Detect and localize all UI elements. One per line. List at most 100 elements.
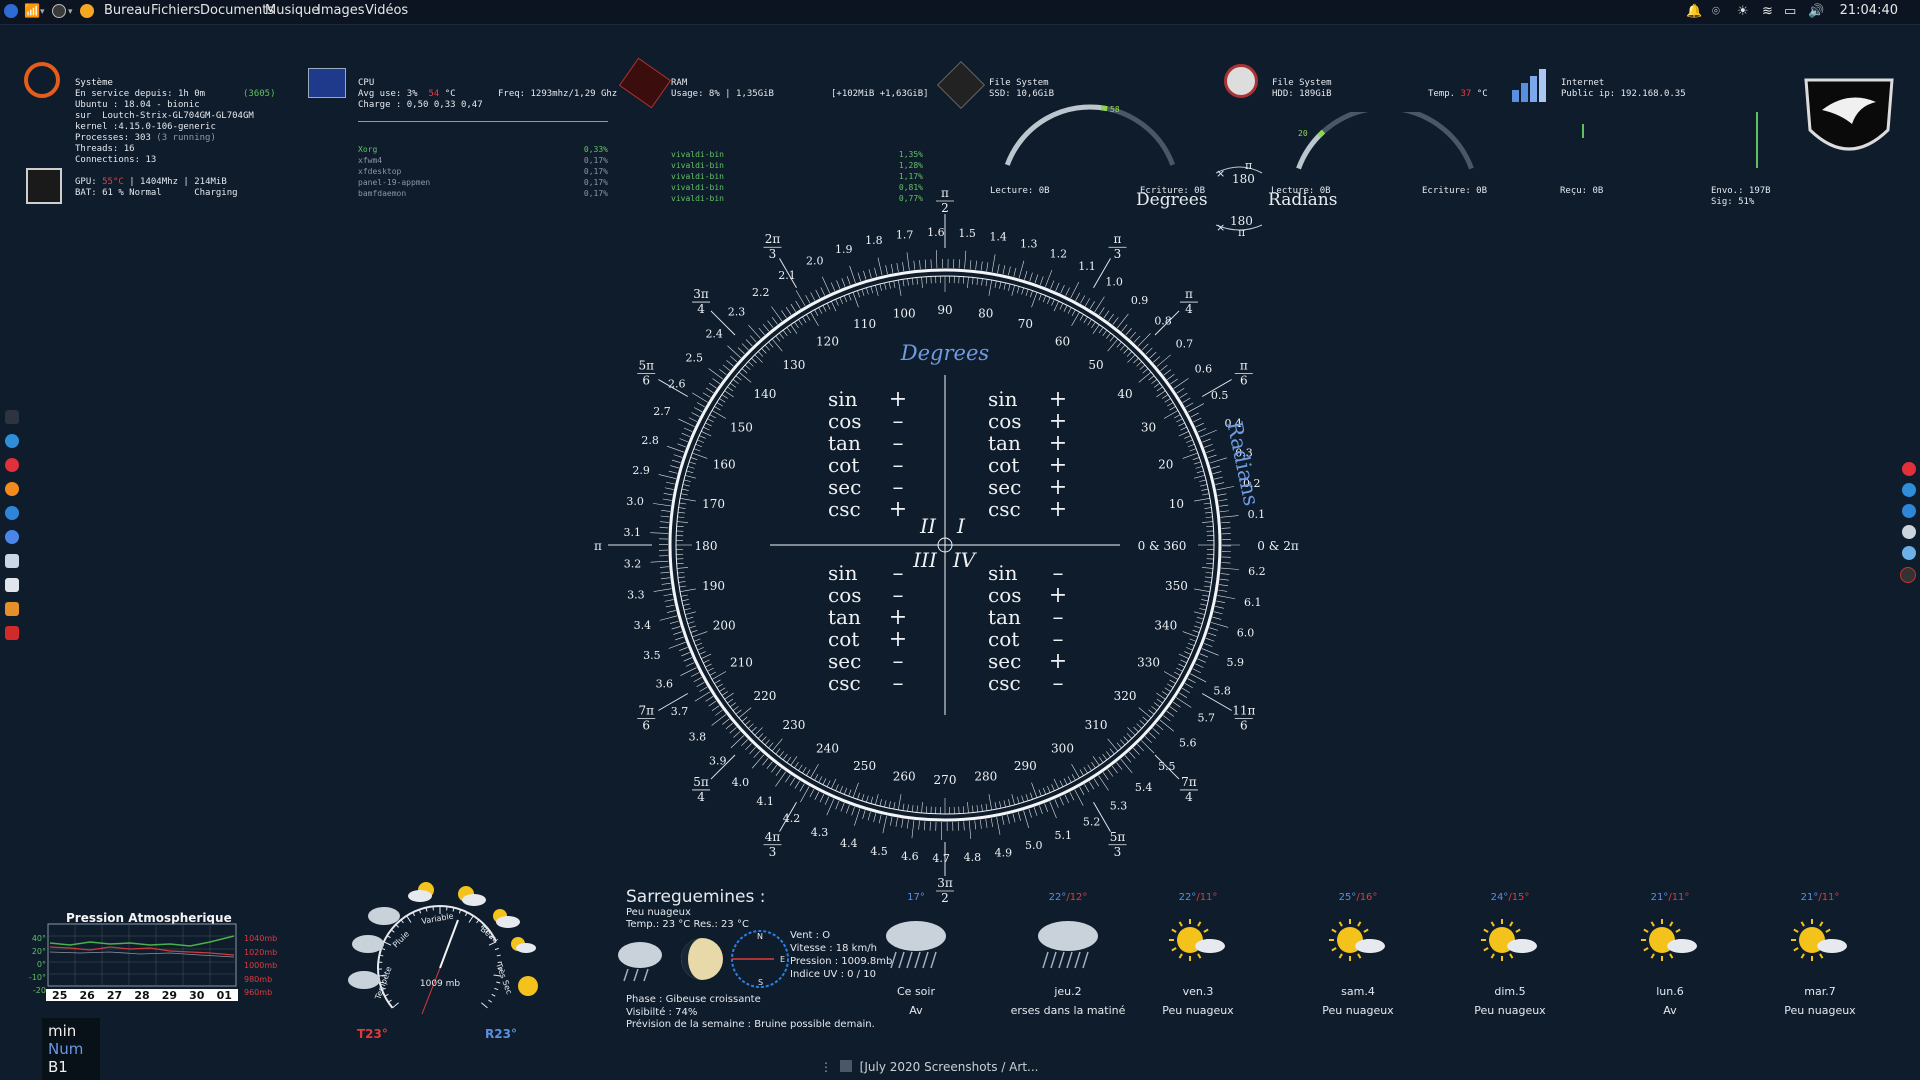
dock-home-icon[interactable] bbox=[5, 410, 19, 424]
ssd-info: File System SSD: 10,6GiB bbox=[989, 78, 1054, 100]
process-value: 0,17% bbox=[583, 156, 608, 165]
conv-180-top: 180 bbox=[1232, 172, 1255, 186]
radian-tick bbox=[661, 510, 671, 512]
clock[interactable]: 21:04:40 bbox=[1839, 3, 1898, 18]
ssd-gauge-track bbox=[1004, 104, 1176, 166]
radian-label: 3.9 bbox=[709, 754, 727, 767]
degree-tick bbox=[676, 521, 689, 523]
degree-tick bbox=[681, 599, 689, 602]
tray-rog-icon[interactable] bbox=[1900, 567, 1916, 583]
degree-tick bbox=[1180, 426, 1187, 431]
radian-label: 3.5 bbox=[643, 649, 661, 662]
degree-tick bbox=[1178, 663, 1185, 668]
dock-settings-icon[interactable] bbox=[5, 602, 19, 616]
radian-tick bbox=[1197, 428, 1207, 433]
network-antenna-icon[interactable]: 📶 bbox=[24, 4, 41, 19]
degree-tick bbox=[1109, 335, 1115, 342]
degree-tick bbox=[1182, 452, 1198, 459]
radian-tick bbox=[790, 303, 796, 312]
tray-weather-icon[interactable] bbox=[1902, 546, 1916, 560]
degree-tick bbox=[1174, 671, 1181, 676]
radian-tick bbox=[663, 593, 673, 597]
degree-label: 160 bbox=[713, 458, 736, 472]
radian-tick bbox=[1197, 658, 1206, 663]
radian-tick bbox=[1170, 378, 1178, 385]
degree-tick bbox=[879, 283, 882, 291]
location-pin-icon[interactable]: ⌾ bbox=[1712, 4, 1720, 19]
trig-sign: + bbox=[889, 605, 907, 630]
system-title: Système bbox=[75, 78, 113, 88]
barometer: 1009 mb Tempête Pluie Variable Beau Très… bbox=[348, 882, 538, 1031]
dock-chromium-icon[interactable] bbox=[5, 530, 19, 544]
degree-tick bbox=[1136, 361, 1142, 367]
menu-videos[interactable]: Vidéos bbox=[365, 3, 409, 18]
volume-icon[interactable]: 🔊 bbox=[1808, 4, 1825, 19]
chevron-down-icon[interactable]: ▾ bbox=[68, 7, 73, 17]
radian-tick bbox=[690, 672, 700, 677]
ubuntu-icon[interactable] bbox=[80, 4, 94, 18]
degree-tick bbox=[972, 805, 974, 813]
menu-musique[interactable]: Musique bbox=[265, 3, 320, 18]
tray-mail-icon[interactable] bbox=[1902, 504, 1916, 518]
tray-alert-icon[interactable] bbox=[1902, 462, 1916, 476]
degree-tick bbox=[1167, 402, 1174, 407]
wifi-icon[interactable]: ≋ bbox=[1762, 4, 1773, 19]
radian-tick bbox=[669, 620, 679, 624]
sign-table: sin+cos–tan–cot–sec–csc+sin+cos+tan+cot+… bbox=[828, 387, 1067, 696]
radian-tick bbox=[660, 577, 670, 580]
degree-tick bbox=[981, 278, 983, 286]
dock-vivaldi-icon[interactable] bbox=[5, 458, 19, 472]
pi-fraction-den: 3 bbox=[1114, 845, 1122, 859]
menu-fichiers[interactable]: Fichiers bbox=[151, 3, 201, 18]
degree-tick bbox=[751, 357, 757, 364]
system-info: Système En service depuis: 1h 0m (3605) … bbox=[75, 78, 276, 166]
radian-tick bbox=[979, 819, 982, 829]
dock-rog-icon[interactable] bbox=[5, 626, 19, 640]
forecast-condition: Av bbox=[1663, 1004, 1677, 1017]
internet-info: Internet Public ip: 192.168.0.35 bbox=[1561, 78, 1686, 100]
radian-tick bbox=[1060, 285, 1065, 294]
dock-browser-icon[interactable] bbox=[5, 434, 19, 448]
menu-images[interactable]: Images bbox=[317, 3, 365, 18]
pi-fraction-tick bbox=[779, 258, 797, 289]
degree-tick bbox=[1148, 375, 1155, 381]
pressure-y-label: 20° bbox=[31, 947, 46, 956]
degree-tick bbox=[699, 651, 706, 655]
radian-tick bbox=[683, 427, 693, 432]
dock-thunderbird-icon[interactable] bbox=[5, 506, 19, 520]
taskbar-window-button[interactable]: ⋮ [July 2020 Screenshots / Art... bbox=[820, 1060, 1038, 1074]
dock-firefox-icon[interactable] bbox=[5, 482, 19, 496]
battery-icon[interactable]: ▭ bbox=[1784, 4, 1797, 19]
menu-bureau[interactable]: Bureau bbox=[104, 3, 151, 18]
brightness-icon[interactable]: ☀ bbox=[1737, 4, 1749, 19]
radian-tick bbox=[1185, 402, 1194, 408]
barometer-tick bbox=[493, 974, 502, 977]
dock-files-icon[interactable] bbox=[5, 554, 19, 568]
radian-tick bbox=[867, 811, 871, 821]
pressure-days: 25 26 27 28 29 30 01 bbox=[46, 989, 238, 1002]
trig-function-label: cos bbox=[828, 409, 862, 433]
barometer-tick bbox=[488, 999, 492, 1003]
bell-icon[interactable]: 🔔 bbox=[1686, 4, 1703, 19]
degree-label: 90 bbox=[937, 303, 952, 317]
more-icon[interactable]: ⋮ bbox=[820, 1060, 832, 1074]
chevron-down-icon[interactable]: ▾ bbox=[40, 7, 45, 17]
degree-tick bbox=[1204, 581, 1212, 583]
ssd-drive-icon bbox=[936, 60, 986, 110]
forecast-day: sam.4 bbox=[1341, 985, 1375, 998]
trig-function-label: cot bbox=[828, 453, 859, 477]
whisker-menu-icon[interactable] bbox=[4, 4, 18, 18]
pressure-y-left: 40° 20° 0° -10° -20 bbox=[28, 932, 46, 997]
degree-label: 290 bbox=[1014, 759, 1037, 773]
tray-cloud-icon[interactable] bbox=[1902, 525, 1916, 539]
tray-accessibility-icon[interactable] bbox=[1902, 483, 1916, 497]
barometer-tick bbox=[491, 993, 496, 997]
dock-text-editor-icon[interactable] bbox=[5, 578, 19, 592]
radian-tick bbox=[924, 821, 926, 831]
menu-documents[interactable]: Documents bbox=[200, 3, 275, 18]
radian-tick bbox=[794, 780, 800, 789]
at-icon[interactable] bbox=[52, 4, 66, 18]
degree-tick bbox=[1142, 716, 1149, 722]
ram-info: RAM Usage: 8% | 1,35GiB bbox=[671, 78, 774, 100]
